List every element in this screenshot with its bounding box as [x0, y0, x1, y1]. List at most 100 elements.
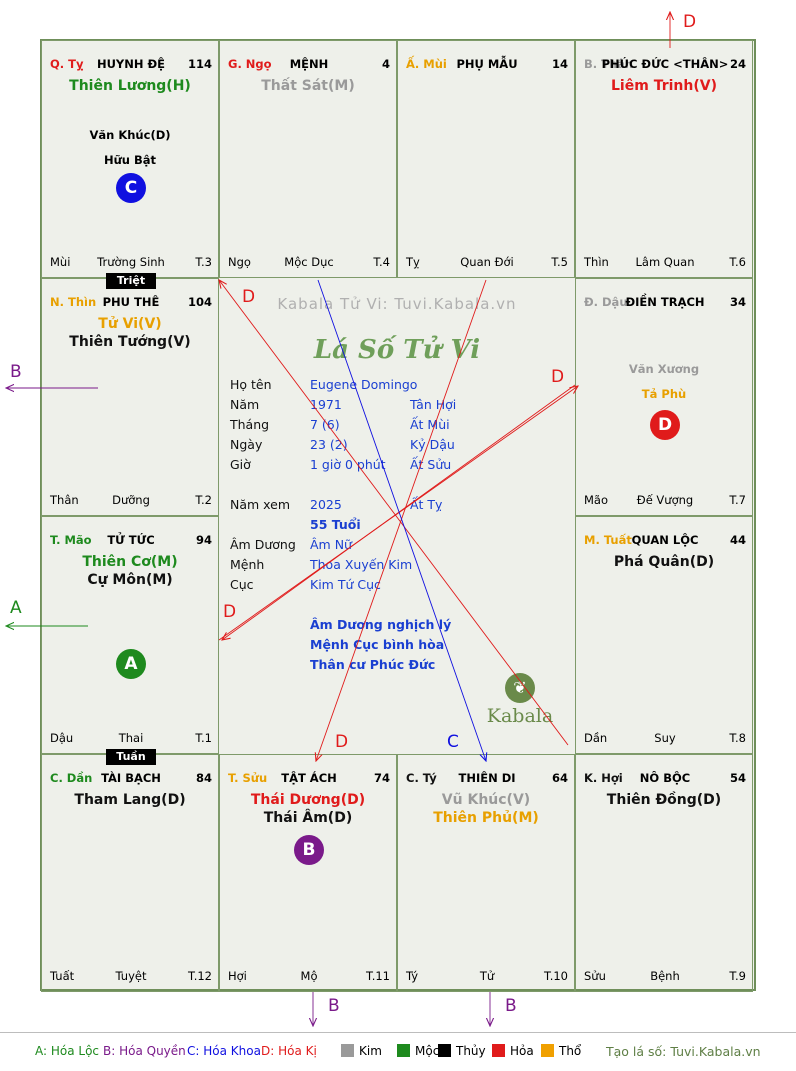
main-stars: Thiên Lương(H) [42, 77, 218, 95]
main-star: Thất Sát(M) [261, 78, 355, 94]
palace-name: PHÚC ĐỨC <THÂN> [601, 57, 729, 71]
info-value-2: Tân Hợi [410, 397, 457, 412]
term-label: T.12 [188, 969, 212, 983]
branch-label: Dần [584, 731, 608, 745]
info-value-2: Ất Tỵ [410, 497, 443, 512]
chart-title: Lá Số Tử Vi [313, 335, 481, 365]
info-row: Giờ 1 giờ 0 phút Ất Sửu [230, 457, 570, 477]
palace-number: 34 [729, 295, 746, 309]
stage-label: Mộc Dục [284, 255, 334, 269]
can-chi-label: N. Thìn [50, 295, 97, 309]
main-star: Thái Âm(D) [263, 810, 353, 826]
palace-number: 94 [195, 533, 212, 547]
palace-name: QUAN LỘC [631, 533, 699, 547]
branch-label: Hợi [228, 969, 247, 983]
element-label: Hỏa [510, 1044, 534, 1058]
hoa-badge: D [650, 410, 680, 440]
stage-label: Lâm Quan [635, 255, 695, 269]
main-stars: Thiên Cơ(M)Cự Môn(M) [42, 553, 218, 589]
stage-label: Quan Đới [460, 255, 514, 269]
can-chi-label: T. Mão [50, 533, 92, 547]
branch-label: Dậu [50, 731, 74, 745]
stage-label: Mộ [300, 969, 318, 983]
arrow-label-inner-d2: D [551, 367, 565, 387]
minor-stars: Văn Khúc(D)Hữu Bật [42, 123, 218, 173]
triet-tag: Triệt [106, 273, 156, 289]
branch-label: Thân [50, 493, 79, 507]
site-credit: Tạo lá số: Tuvi.Kabala.vn [606, 1044, 761, 1059]
main-stars: Tử Vi(V)Thiên Tướng(V) [42, 315, 218, 351]
info-key: Tháng [230, 417, 270, 432]
arrow-label-inner-d3: D [223, 602, 237, 622]
term-label: T.11 [366, 969, 390, 983]
can-chi-label: M. Tuất [584, 533, 632, 547]
hoa-ki-line-1 [219, 280, 569, 746]
term-label: T.3 [195, 255, 212, 269]
palace-name: NÔ BỘC [639, 771, 691, 785]
can-chi-label: B. Thân [584, 57, 634, 71]
element-legend-item: Hỏa [492, 1044, 534, 1058]
palace-number: 44 [729, 533, 746, 547]
minor-star: Hữu Bật [103, 153, 157, 167]
arrow-label-inner-c: C [447, 732, 459, 752]
info-key: Mệnh [230, 557, 265, 572]
main-star: Tử Vi(V) [98, 316, 162, 332]
main-star: Vũ Khúc(V) [441, 792, 531, 808]
palace-name: HUYNH ĐỆ [96, 57, 166, 71]
term-label: T.10 [544, 969, 568, 983]
color-swatch-icon [541, 1044, 554, 1057]
branch-label: Mùi [50, 255, 71, 269]
palace-number: 84 [195, 771, 212, 785]
branch-label: Tý [406, 969, 419, 983]
stage-label: Thai [118, 731, 144, 745]
arrow-label-inner-d4: D [335, 732, 349, 752]
hoa-ki-line-3 [222, 384, 576, 640]
info-value: 55 Tuổi [310, 517, 361, 532]
center-info-panel: Kabala Tử Vi: Tuvi.Kabala.vn Lá Số Tử Vi… [219, 277, 575, 753]
minor-star: Văn Xương [628, 362, 700, 376]
info-value: 1 giờ 0 phút [310, 457, 386, 472]
palace-number: 14 [551, 57, 568, 71]
element-legend-item: Thủy [438, 1044, 486, 1058]
term-label: T.7 [729, 493, 746, 507]
element-label: Kim [359, 1044, 382, 1058]
info-value-2: Ất Sửu [410, 457, 452, 472]
can-chi-label: Q. Tỵ [50, 57, 84, 71]
palace-number: 114 [187, 57, 212, 71]
can-chi-label: T. Sửu [228, 771, 268, 785]
main-star: Thiên Đồng(D) [606, 792, 722, 808]
color-swatch-icon [438, 1044, 451, 1057]
arrow-label-top-d: D [683, 12, 697, 32]
info-key: Giờ [230, 457, 251, 472]
info-value: Âm Nữ [310, 537, 352, 552]
arrow-label-left-a: A [10, 598, 22, 618]
hoa-ki-line-4 [316, 279, 487, 761]
term-label: T.8 [729, 731, 746, 745]
info-key: Ngày [230, 437, 263, 452]
element-legend-item: Mộc [397, 1044, 439, 1058]
main-stars: Thất Sát(M) [220, 77, 396, 95]
legend-bar: A: Hóa Lộc B: Hóa Quyền C: Hóa Khoa D: H… [0, 1032, 796, 1071]
legend-hoa-loc: A: Hóa Lộc [35, 1044, 100, 1058]
minor-star: Tả Phù [641, 387, 687, 401]
